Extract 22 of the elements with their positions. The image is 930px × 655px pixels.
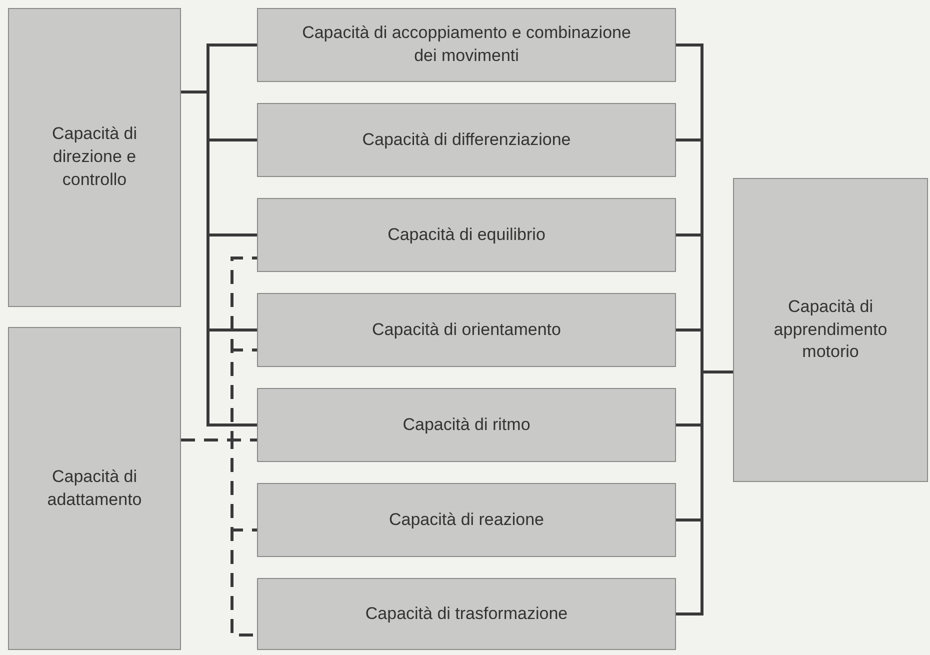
box-label: Capacità di direzione e controllo (50, 123, 138, 191)
concept-box (257, 388, 676, 462)
box-label: Capacità di orientamento (370, 318, 562, 341)
concept-box (257, 293, 676, 367)
concept-box (8, 327, 181, 650)
box-label: Capacità di accoppiamento e combinazione dei movimenti (301, 22, 632, 67)
box-label: Capacità di ritmo (402, 414, 532, 436)
box-label: Capacità di reazione (388, 508, 545, 531)
concept-box (257, 198, 676, 272)
concept-box (257, 578, 676, 650)
concept-box (8, 8, 181, 307)
concept-box (733, 178, 928, 482)
box-label: Capacità di apprendimento motorio (772, 296, 888, 364)
connector (676, 370, 733, 616)
box-label: Capacità di equilibrio (386, 224, 546, 246)
box-label: Capacità di trasformazione (364, 602, 569, 625)
box-label: Capacità di adattamento (46, 466, 143, 510)
concept-box (257, 103, 676, 177)
concept-box (257, 8, 676, 82)
concept-box (257, 483, 676, 557)
connector (181, 90, 257, 426)
box-label: Capacità di differenziazione (361, 128, 572, 151)
